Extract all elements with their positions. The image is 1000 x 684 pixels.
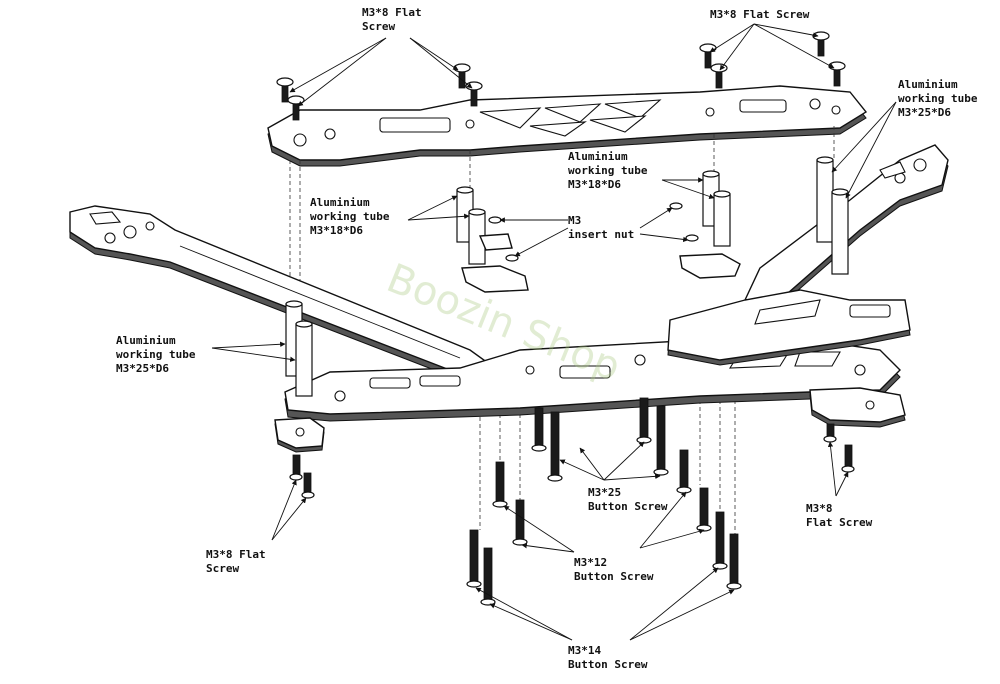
bottom-left-mount	[274, 417, 325, 453]
label-top-left-flat-screw: M3*8 Flat Screw	[362, 6, 422, 33]
standoff-tubes	[285, 156, 849, 397]
label-tube-left-25: Aluminium working tube M3*25*D6	[116, 334, 196, 375]
bottom-plate	[284, 337, 906, 428]
label-flat-screw-left-bottom: M3*8 Flat Screw	[206, 548, 266, 575]
left-arm	[69, 205, 497, 387]
label-tube-left-18: Aluminium working tube M3*18*D6	[310, 196, 390, 237]
label-top-right-flat-screw: M3*8 Flat Screw	[710, 8, 810, 21]
insert-nut-brackets	[461, 202, 741, 293]
top-right-screws	[699, 31, 846, 89]
label-tube-center-18: Aluminium working tube M3*18*D6	[568, 150, 648, 191]
label-flat-screw-right-bottom: M3*8 Flat Screw	[806, 502, 873, 529]
label-button-screw-12: M3*12 Button Screw	[574, 556, 654, 583]
top-plate	[267, 85, 868, 167]
bottom-screws	[289, 397, 855, 606]
label-insert-nut: M3 insert nut	[568, 214, 635, 241]
leader-lines	[211, 23, 897, 641]
label-tube-right-25: Aluminium working tube M3*25*D6	[898, 78, 978, 119]
label-button-screw-14: M3*14 Button Screw	[568, 644, 648, 671]
center-block	[667, 289, 911, 366]
label-button-screw-25: M3*25 Button Screw	[588, 486, 668, 513]
